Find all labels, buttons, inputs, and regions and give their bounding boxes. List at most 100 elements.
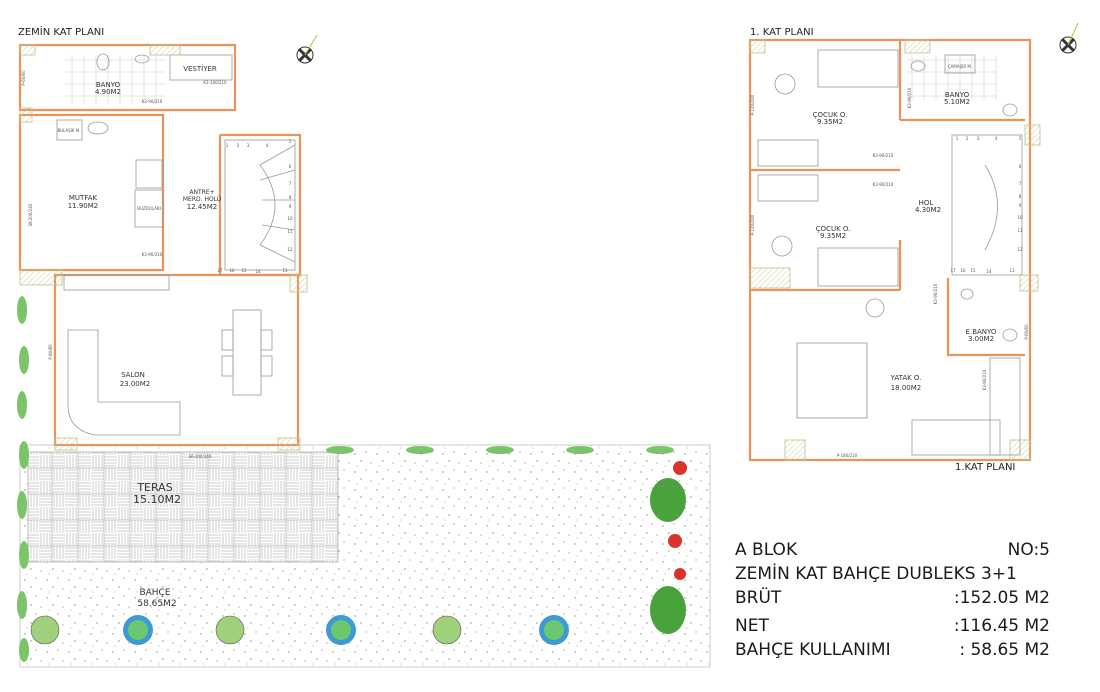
terrace-deck bbox=[27, 451, 339, 563]
room-name-cocuk-2: ÇOCUK O. bbox=[816, 225, 851, 233]
window-code: P-120/200 bbox=[750, 214, 755, 235]
window-code: P-60/60 bbox=[1024, 324, 1029, 340]
dishwasher-label: BULAŞIK M. bbox=[57, 128, 80, 133]
room-name-hol: HOL bbox=[919, 199, 934, 207]
svg-text:9: 9 bbox=[1019, 203, 1022, 208]
room-name-salon: SALON bbox=[121, 371, 145, 379]
gross-label: BRÜT bbox=[735, 588, 782, 608]
svg-text:5: 5 bbox=[289, 139, 292, 144]
stove bbox=[135, 159, 163, 189]
room-area-hol: 4.30M2 bbox=[915, 206, 941, 214]
door-code: K3-90/210 bbox=[873, 153, 894, 158]
compass-rose-icon bbox=[296, 34, 318, 64]
room-area-cocuk-2: 9.35M2 bbox=[820, 232, 846, 240]
door-code: K3-90/210 bbox=[907, 87, 912, 108]
compass-rose-icon bbox=[1059, 22, 1079, 54]
room-name-teras: TERAS bbox=[136, 481, 172, 494]
svg-text:6: 6 bbox=[1019, 164, 1022, 169]
toilet bbox=[96, 53, 110, 71]
dining-table bbox=[221, 309, 273, 396]
window-code: SK-200/240 bbox=[189, 454, 212, 459]
fridge-label: BUZDOLABI bbox=[137, 206, 161, 211]
svg-text:10: 10 bbox=[287, 216, 293, 221]
room-name-bahce: BAHÇE bbox=[139, 588, 170, 598]
door-code: K3-90/210 bbox=[142, 252, 163, 257]
sofa bbox=[67, 329, 181, 436]
window-code: P-120/200 bbox=[750, 94, 755, 115]
room-area-ebanyo: 3.00M2 bbox=[968, 335, 994, 343]
tree-icon bbox=[30, 615, 569, 645]
dishwasher bbox=[56, 119, 83, 141]
first-floor-bottom-title: 1.KAT PLANI bbox=[955, 462, 1015, 473]
room-area-banyo: 4.90M2 bbox=[95, 88, 121, 96]
door-code: K3-90/210 bbox=[873, 182, 894, 187]
svg-text:2: 2 bbox=[966, 136, 969, 141]
svg-text:1: 1 bbox=[956, 136, 959, 141]
svg-text:7: 7 bbox=[289, 181, 292, 186]
svg-text:4: 4 bbox=[266, 143, 269, 148]
window-code: P-80/80 bbox=[48, 344, 53, 360]
room-name-yatak: YATAK O. bbox=[890, 374, 922, 382]
room-area-antre: 12.45M2 bbox=[187, 203, 218, 211]
svg-text:16: 16 bbox=[960, 268, 966, 273]
room-area-cocuk-1: 9.35M2 bbox=[817, 118, 843, 126]
ground-floor-title: ZEMİN KAT PLANI bbox=[18, 25, 104, 38]
unit-number: NO:5 bbox=[1007, 540, 1050, 560]
svg-text:13: 13 bbox=[282, 268, 288, 273]
flower-icon bbox=[668, 461, 687, 580]
block-name: A BLOK bbox=[735, 540, 798, 560]
svg-text:17: 17 bbox=[217, 268, 223, 273]
first-floor-furniture bbox=[757, 49, 1023, 456]
room-name-cocuk-1: ÇOCUK O. bbox=[813, 111, 848, 119]
room-name-vestiyer: VESTİYER bbox=[183, 64, 217, 73]
room-area-yatak: 18.00M2 bbox=[891, 384, 922, 392]
svg-text:13: 13 bbox=[1009, 268, 1015, 273]
svg-text:3: 3 bbox=[247, 143, 250, 148]
svg-text:1: 1 bbox=[226, 143, 229, 148]
door-code: K3-90/210 bbox=[933, 283, 938, 304]
svg-text:5: 5 bbox=[1019, 136, 1022, 141]
washbasin bbox=[134, 54, 150, 64]
unit-summary: A BLOK NO:5 ZEMİN KAT BAHÇE DUBLEKS 3+1 B… bbox=[735, 538, 1050, 662]
gross-value: :152.05 M2 bbox=[953, 588, 1050, 608]
svg-text:11: 11 bbox=[287, 229, 293, 234]
door-code: K3-90/210 bbox=[142, 99, 163, 104]
first-floor-title: 1. KAT PLANI bbox=[750, 27, 814, 38]
door-code: K3-90/210 bbox=[982, 369, 987, 390]
svg-text:12: 12 bbox=[1017, 247, 1023, 252]
room-name-merdiven-holu: MERD. HOLÜ bbox=[183, 196, 221, 203]
shrub-icon bbox=[650, 478, 686, 634]
window-code: P-180/220 bbox=[837, 453, 858, 458]
ground-floor-walls bbox=[18, 43, 308, 451]
room-name-banyo-1: BANYO bbox=[945, 91, 970, 99]
svg-text:6: 6 bbox=[289, 164, 292, 169]
unit-type: ZEMİN KAT BAHÇE DUBLEKS 3+1 bbox=[735, 564, 1017, 584]
net-label: NET bbox=[735, 616, 769, 636]
room-area-mutfak: 11.90M2 bbox=[68, 202, 99, 210]
svg-text:12: 12 bbox=[287, 247, 293, 252]
window-code: P-60/60 bbox=[21, 70, 26, 86]
room-area-banyo-1: 5.10M2 bbox=[944, 98, 970, 106]
svg-text:4: 4 bbox=[995, 136, 998, 141]
svg-text:14: 14 bbox=[986, 269, 992, 274]
first-floor-walls bbox=[748, 38, 1041, 462]
svg-text:15: 15 bbox=[241, 268, 247, 273]
net-value: :116.45 M2 bbox=[953, 616, 1050, 636]
svg-text:9: 9 bbox=[289, 204, 292, 209]
svg-text:10: 10 bbox=[1017, 215, 1023, 220]
room-area-bahce: 58.65M2 bbox=[137, 599, 176, 609]
svg-text:17: 17 bbox=[950, 268, 956, 273]
hedge-plants bbox=[17, 296, 674, 662]
washer-label: ÇAMAŞIR M. bbox=[948, 64, 972, 69]
svg-text:14: 14 bbox=[255, 269, 261, 274]
room-name-ebanyo: E.BANYO bbox=[966, 328, 997, 336]
room-area-teras: 15.10M2 bbox=[133, 493, 181, 506]
garden-label: BAHÇE KULLANIMI bbox=[735, 640, 891, 660]
svg-text:16: 16 bbox=[229, 268, 235, 273]
door-code: K3-100/210 bbox=[203, 80, 227, 85]
svg-text:7: 7 bbox=[1019, 181, 1022, 186]
svg-text:11: 11 bbox=[1017, 228, 1023, 233]
svg-text:2: 2 bbox=[237, 143, 240, 148]
